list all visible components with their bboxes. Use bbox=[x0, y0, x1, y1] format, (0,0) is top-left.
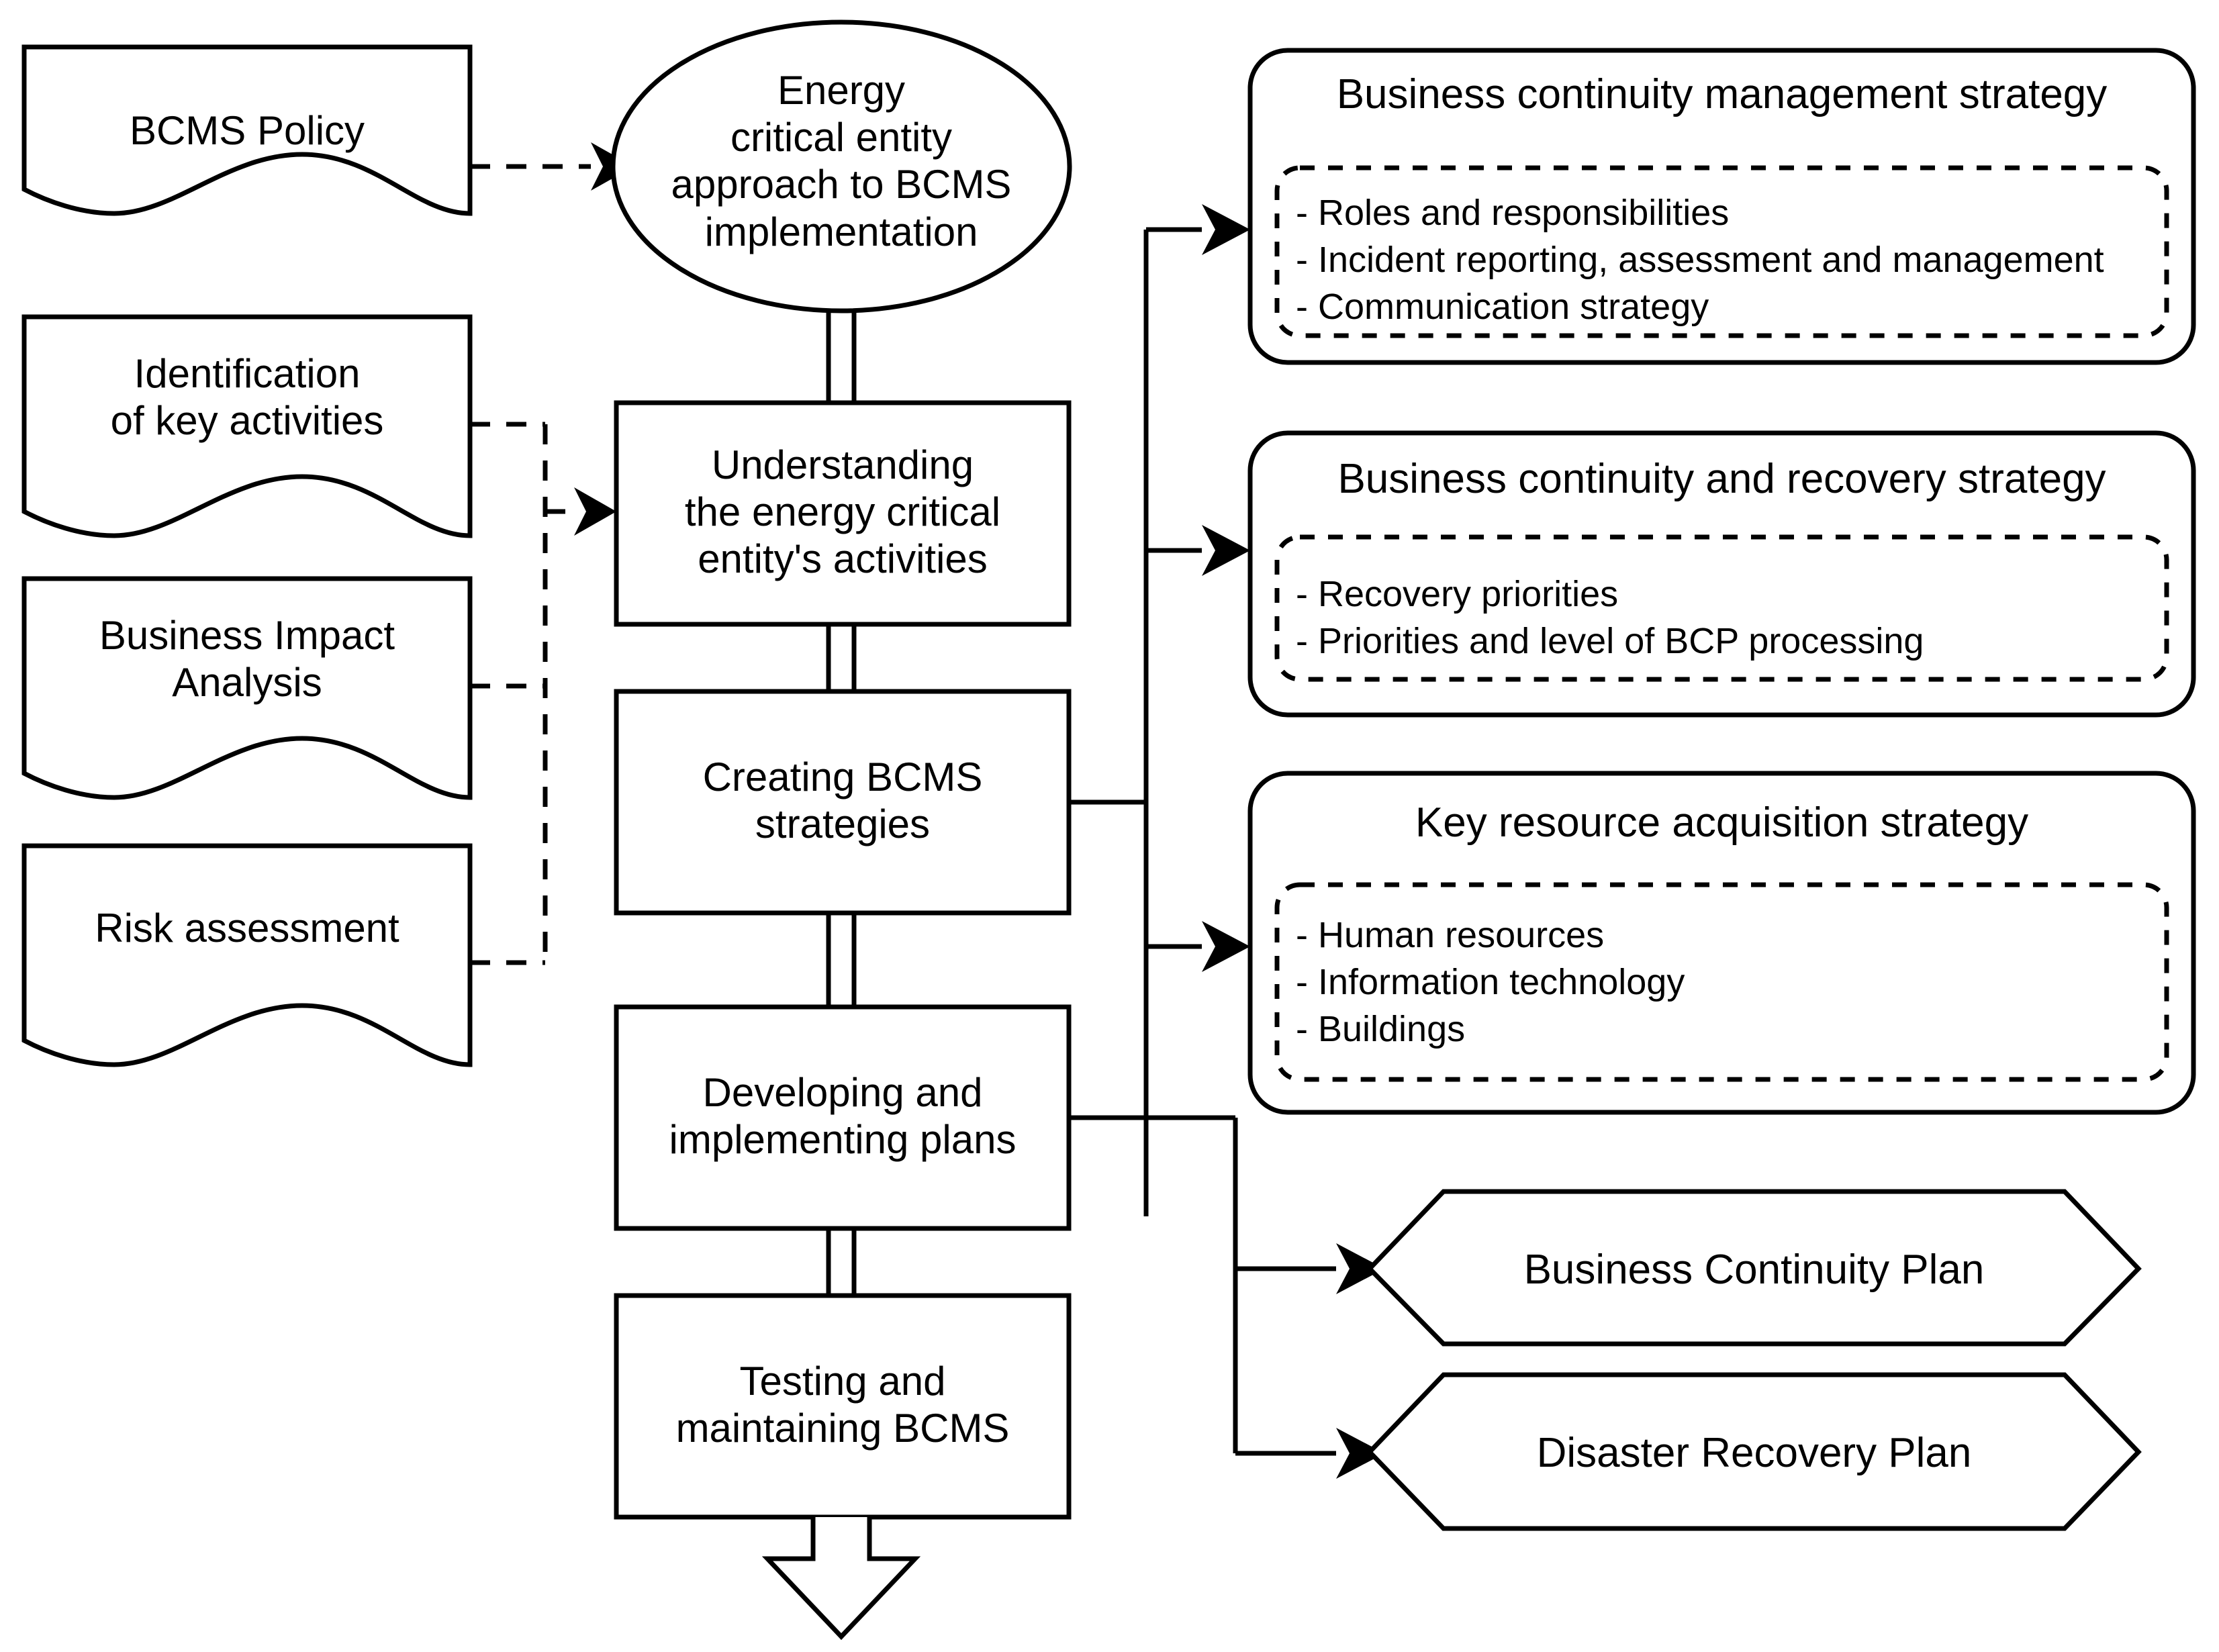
branch-bus-creating-strategies bbox=[1069, 230, 1149, 1216]
node-business-continuity-management-strategy[interactable] bbox=[1250, 50, 2193, 362]
arrowhead-panel-2 bbox=[1202, 525, 1250, 576]
panel-inner-dashed-bcm-strategy bbox=[1274, 165, 2169, 338]
connector-creating-to-developing bbox=[826, 913, 857, 1007]
block-arrow-down-end bbox=[761, 1517, 921, 1641]
node-identification-of-key-activities[interactable] bbox=[24, 317, 470, 537]
node-business-impact-analysis[interactable] bbox=[24, 579, 470, 799]
node-energy-critical-entity-approach[interactable] bbox=[613, 22, 1070, 311]
process-box-creating-strategies bbox=[614, 689, 1072, 916]
branch-bus-developing-plans bbox=[1069, 1115, 1238, 1453]
arrowhead-panel-1 bbox=[1202, 204, 1250, 255]
arrowhead-bcp bbox=[1336, 1243, 1384, 1294]
document-shape-identification bbox=[21, 314, 473, 538]
connector-start-to-understanding bbox=[826, 311, 857, 403]
node-testing-maintaining-bcms[interactable] bbox=[616, 1296, 1069, 1517]
document-shape-bia bbox=[21, 576, 473, 800]
arrowhead-drp bbox=[1336, 1428, 1384, 1479]
document-shape-bcms-policy bbox=[21, 44, 473, 216]
node-disaster-recovery-plan[interactable] bbox=[1370, 1375, 2138, 1528]
node-creating-bcms-strategies[interactable] bbox=[616, 691, 1069, 913]
panel-outline-bcm-strategy bbox=[1247, 48, 2196, 365]
node-business-continuity-plan[interactable] bbox=[1370, 1192, 2138, 1344]
node-key-resource-acquisition-strategy[interactable] bbox=[1250, 773, 2193, 1112]
process-box-developing-plans bbox=[614, 1004, 1072, 1231]
connector-understanding-to-creating bbox=[826, 624, 857, 691]
ellipse-shape-start bbox=[610, 19, 1072, 313]
node-understanding-activities[interactable] bbox=[616, 403, 1069, 624]
process-box-understanding bbox=[614, 400, 1072, 627]
node-developing-implementing-plans[interactable] bbox=[616, 1007, 1069, 1228]
hexagon-shape-disaster-recovery-plan bbox=[1366, 1372, 2142, 1531]
document-shape-risk-assessment bbox=[21, 843, 473, 1067]
node-bcms-policy[interactable] bbox=[24, 47, 470, 215]
arrowhead-bus-to-understanding bbox=[574, 487, 616, 536]
arrowhead-panel-3 bbox=[1202, 921, 1250, 972]
node-risk-assessment[interactable] bbox=[24, 846, 470, 1066]
panel-outline-bc-recovery-strategy bbox=[1247, 430, 2196, 718]
hexagon-shape-business-continuity-plan bbox=[1366, 1189, 2142, 1347]
node-business-continuity-and-recovery-strategy[interactable] bbox=[1250, 433, 2193, 715]
panel-outline-key-resource-strategy bbox=[1247, 771, 2196, 1115]
connector-developing-to-testing bbox=[826, 1228, 857, 1296]
